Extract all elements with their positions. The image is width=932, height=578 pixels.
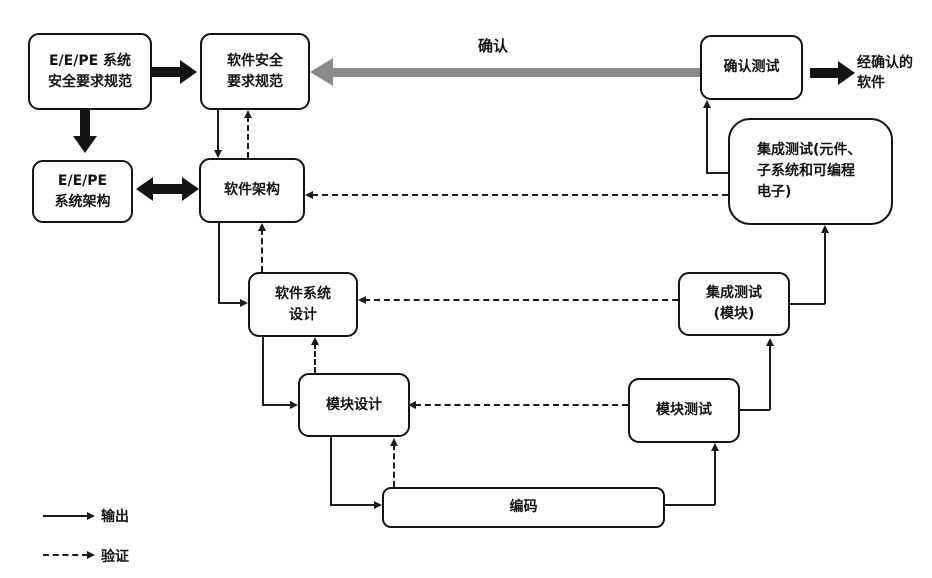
output-line-coding-to-moduletest-v [714,449,716,505]
output-arrowhead-integmodule-to-integcomp [821,225,829,233]
output-line-sysdesign-to-moduledesign-h [262,404,291,406]
legend-verification-arrow-head [87,551,95,559]
legend-verification-arrow-line [43,554,88,556]
verify-arrowhead-integmodule-to-sysdesign [358,296,366,304]
thick-arrow-eepe-spec-to-sw-spec-body [152,67,180,77]
verify-line-moduledesign-to-sysdesign [314,343,316,373]
output-arrowhead-sysdesign-to-moduledesign [290,401,298,409]
thick-arrow-validation-test-to-validated-software-head [838,61,855,85]
thick-arrow-eepe-arch-sw-arch-right-head [182,177,199,201]
output-line-sysdesign-to-moduledesign-v [262,337,264,405]
node-eepe-system-architecture: E/E/PE 系统架构 [32,160,133,223]
verify-arrowhead-moduletest-to-moduledesign [408,401,416,409]
output-line-moduletest-to-integmodule-h [740,409,770,411]
verify-line-sysdesign-to-swarch [261,229,263,272]
output-arrowhead-swarch-to-sysdesign [240,299,248,307]
validation-arrow-gray-body [332,68,700,77]
node-module-test: 模块测试 [628,378,740,443]
node-software-system-design: 软件系统 设计 [248,272,358,337]
output-line-integmodule-to-integcomp-v [824,231,826,304]
output-arrowhead-integcomp-to-validation [703,100,711,108]
output-arrowhead-moduletest-to-integmodule [766,338,774,346]
node-module-design: 模块设计 [298,373,410,437]
output-line-swspec-to-swarch [217,110,219,151]
output-line-integmodule-to-integcomp-h [790,303,825,305]
legend-output-label: 输出 [101,509,129,525]
thick-arrow-eepe-arch-sw-arch-body [152,184,182,194]
output-line-integcomp-to-validation-v [706,106,708,173]
output-line-swarch-to-sysdesign-v [218,223,220,303]
thick-arrow-validation-test-to-validated-software-body [810,68,838,78]
verify-line-moduletest-to-moduledesign [415,404,628,406]
thick-arrow-eepe-arch-sw-arch-left-head [136,177,153,201]
verify-line-swarch-to-swspec [247,116,249,158]
output-line-swarch-to-sysdesign-h [218,302,241,304]
label-validation: 确认 [477,37,508,55]
node-integration-test-components: 集成测试(元件、 子系统和可编程 电子) [728,118,893,225]
output-line-moduledesign-to-coding-h [330,504,375,506]
node-eepe-system-safety-spec: E/E/PE 系统 安全要求规范 [28,33,152,110]
thick-arrow-eepe-spec-to-eepe-arch-body [80,110,90,136]
output-arrowhead-swspec-to-swarch [214,150,222,158]
node-validation-test: 确认测试 [700,35,803,100]
verify-line-coding-to-moduledesign [393,444,395,487]
output-line-integcomp-to-validation-h [706,172,728,174]
verify-arrowhead-moduledesign-to-sysdesign [311,337,319,345]
verify-line-integcomp-to-swarch [312,194,728,196]
validation-arrow-gray-head [310,58,333,86]
thick-arrow-eepe-spec-to-eepe-arch-head [73,136,97,153]
output-line-coding-to-moduletest-h [665,504,715,506]
thick-arrow-eepe-spec-to-sw-spec-head [180,60,197,84]
verify-arrowhead-sysdesign-to-swarch [258,223,266,231]
legend-verification-label: 验证 [101,549,129,565]
node-integration-test-module: 集成测试 (模块) [678,272,790,336]
label-validated-software: 经确认的 软件 [857,55,913,92]
legend-output-arrow-head [87,512,95,520]
verify-arrowhead-integcomp-to-swarch [305,191,313,199]
output-line-moduletest-to-integmodule-v [769,344,771,410]
node-coding: 编码 [382,487,665,528]
output-arrowhead-moduledesign-to-coding [374,501,382,509]
verify-arrowhead-swarch-to-swspec [244,110,252,118]
output-line-moduledesign-to-coding-v [330,437,332,505]
legend-output-arrow-line [43,515,88,517]
node-software-architecture: 软件架构 [199,158,305,223]
node-software-safety-req-spec: 软件安全 要求规范 [200,33,310,110]
output-arrowhead-coding-to-moduletest [711,443,719,451]
verify-line-integmodule-to-sysdesign [364,299,678,301]
verify-arrowhead-coding-to-moduledesign [390,438,398,446]
